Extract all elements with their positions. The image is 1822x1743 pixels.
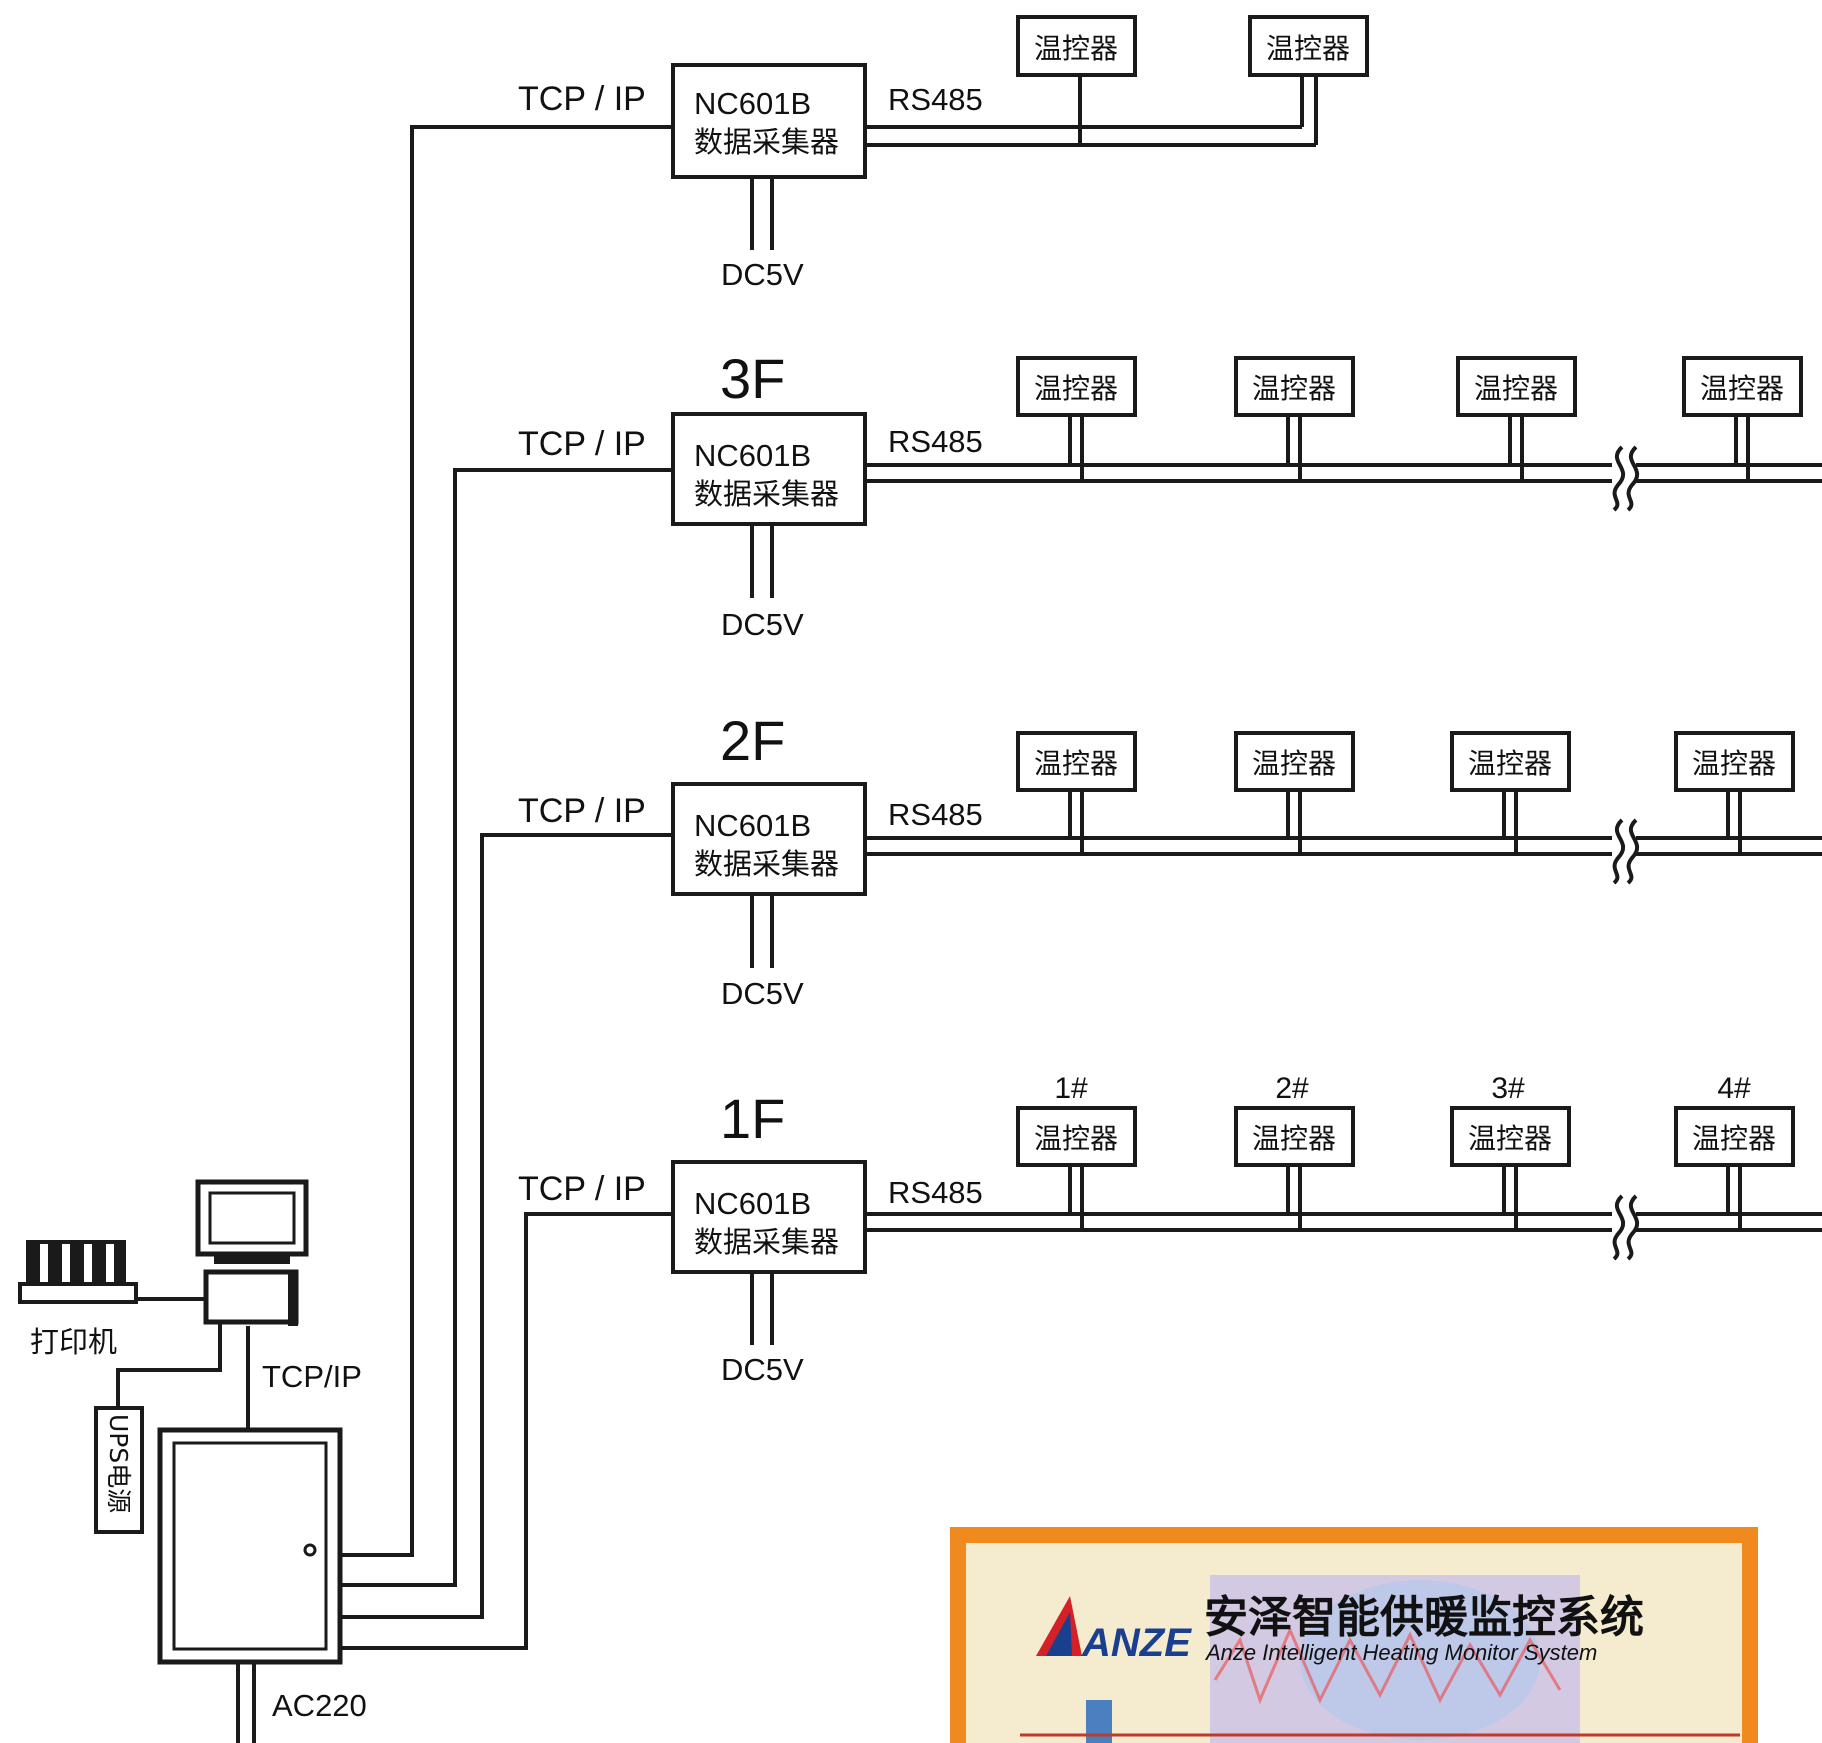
printer-label: 打印机 xyxy=(30,1325,117,1359)
break-mark-3f-a xyxy=(1614,447,1623,510)
thermostat-1f-3: 3# 温控器 xyxy=(1452,1072,1569,1230)
banner-title-en: Anze Intelligent Heating Monitor System xyxy=(1204,1640,1597,1665)
trunk-top xyxy=(340,127,673,1555)
server-tcpip-label: TCP/IP xyxy=(262,1359,362,1394)
thermostat-number-4: 4# xyxy=(1717,1072,1751,1105)
thermostat-label-1f-3: 温控器 xyxy=(1468,1122,1552,1155)
thermostat-label-3f-3: 温控器 xyxy=(1474,372,1558,405)
break-mark-2f-b xyxy=(1628,820,1637,883)
collector-name-2f: 数据采集器 xyxy=(694,847,839,881)
collector-top: NC601B 数据采集器 TCP / IP RS485 DC5V 温控器 温控器 xyxy=(518,17,1367,292)
floor-2f: 2F NC601B 数据采集器 TCP / IP RS485 DC5V 温控器 … xyxy=(518,709,1822,1011)
thermostat-2f-4: 温控器 xyxy=(1676,733,1793,854)
trunk-3f xyxy=(340,470,673,1585)
collector-name-3f: 数据采集器 xyxy=(694,477,839,511)
floor-label-3f: 3F xyxy=(720,347,785,410)
thermostat-3f-4: 温控器 xyxy=(1684,358,1801,481)
floor-label-2f: 2F xyxy=(720,709,785,772)
banner-title-cn: 安泽智能供暖监控系统 xyxy=(1204,1592,1644,1643)
floor-3f: 3F NC601B 数据采集器 TCP / IP RS485 DC5V 温控器 … xyxy=(518,347,1822,642)
thermostat-3f-3: 温控器 xyxy=(1458,358,1575,481)
collector-model-top: NC601B xyxy=(694,86,811,121)
thermostat-label-1f-1: 温控器 xyxy=(1034,1122,1118,1155)
collector-model-2f: NC601B xyxy=(694,808,811,843)
thermostat-label-1f-4: 温控器 xyxy=(1692,1122,1776,1155)
tcpip-trunks xyxy=(340,127,673,1648)
ac220-label: AC220 xyxy=(272,1688,367,1723)
dc5v-label-1f: DC5V xyxy=(721,1352,804,1387)
thermostat-label-3f-4: 温控器 xyxy=(1700,372,1784,405)
thermostat-1f-2: 2# 温控器 xyxy=(1236,1072,1353,1230)
ups-label: UPS电源 xyxy=(104,1414,133,1513)
tcpip-label-2f: TCP / IP xyxy=(518,792,646,830)
tcpip-label-1f: TCP / IP xyxy=(518,1170,646,1208)
thermostat-label-2f-2: 温控器 xyxy=(1252,747,1336,780)
rs485-label-top: RS485 xyxy=(888,82,983,117)
thermostat-label-3f-2: 温控器 xyxy=(1252,372,1336,405)
ups-cable xyxy=(118,1322,220,1408)
control-room: 打印机 UPS电源 TCP/IP AC220 xyxy=(20,1182,367,1743)
trunk-2f xyxy=(340,835,673,1617)
dc5v-label-2f: DC5V xyxy=(721,976,804,1011)
anze-banner: ANZE 安泽智能供暖监控系统 Anze Intelligent Heating… xyxy=(958,1535,1750,1743)
thermostat-label-top-1: 温控器 xyxy=(1034,32,1118,65)
break-mark-2f-a xyxy=(1614,820,1623,883)
thermostat-number-3: 3# xyxy=(1491,1072,1525,1105)
rs485-label-3f: RS485 xyxy=(888,424,983,459)
dc5v-label-3f: DC5V xyxy=(721,607,804,642)
thermostat-label-3f-1: 温控器 xyxy=(1034,372,1118,405)
thermostat-label-2f-4: 温控器 xyxy=(1692,747,1776,780)
printer-icon xyxy=(20,1240,136,1302)
collector-name-top: 数据采集器 xyxy=(694,125,839,159)
thermostat-1f-1: 1# 温控器 xyxy=(1018,1072,1135,1230)
tcpip-label-3f: TCP / IP xyxy=(518,425,646,463)
break-mark-1f-b xyxy=(1628,1196,1637,1259)
anze-logo-text: ANZE xyxy=(1081,1621,1192,1665)
thermostat-label-2f-3: 温控器 xyxy=(1468,747,1552,780)
thermostat-2f-1: 温控器 xyxy=(1018,733,1135,854)
break-mark-3f-b xyxy=(1628,447,1637,510)
dc5v-label-top: DC5V xyxy=(721,257,804,292)
thermostat-2f-2: 温控器 xyxy=(1236,733,1353,854)
rs485-label-2f: RS485 xyxy=(888,797,983,832)
rs485-label-1f: RS485 xyxy=(888,1175,983,1210)
server-cabinet-icon xyxy=(160,1430,340,1662)
trunk-1f xyxy=(340,1214,673,1648)
computer-monitor-icon xyxy=(198,1182,306,1264)
banner-device-icon xyxy=(1086,1700,1112,1743)
computer-host-icon xyxy=(206,1270,298,1326)
tcpip-label-top: TCP / IP xyxy=(518,80,646,118)
collector-model-3f: NC601B xyxy=(694,438,811,473)
collector-name-1f: 数据采集器 xyxy=(694,1225,839,1259)
thermostat-label-2f-1: 温控器 xyxy=(1034,747,1118,780)
thermostat-3f-2: 温控器 xyxy=(1236,358,1353,481)
collector-box-top xyxy=(673,65,865,177)
thermostat-number-2: 2# xyxy=(1275,1072,1309,1105)
thermostat-number-1: 1# xyxy=(1054,1072,1088,1105)
thermostat-label-top-2: 温控器 xyxy=(1266,32,1350,65)
thermostat-1f-4: 4# 温控器 xyxy=(1676,1072,1793,1230)
collector-model-1f: NC601B xyxy=(694,1186,811,1221)
floor-1f: 1F NC601B 数据采集器 TCP / IP RS485 DC5V 1# 温… xyxy=(518,1072,1822,1387)
break-mark-1f-a xyxy=(1614,1196,1623,1259)
thermostat-3f-1: 温控器 xyxy=(1018,358,1135,481)
floor-label-1f: 1F xyxy=(720,1087,785,1150)
thermostat-label-1f-2: 温控器 xyxy=(1252,1122,1336,1155)
thermostat-2f-3: 温控器 xyxy=(1452,733,1569,854)
